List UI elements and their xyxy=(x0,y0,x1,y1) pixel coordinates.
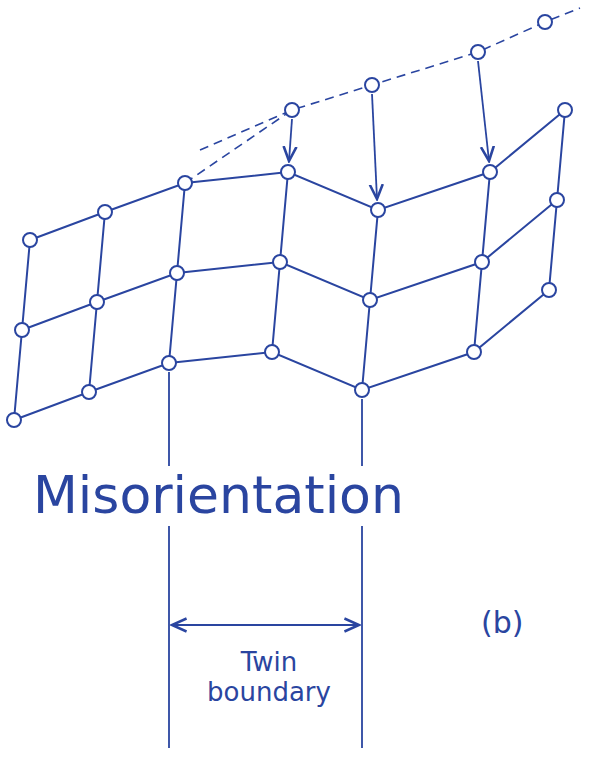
figure-annotation: Misorientation xyxy=(30,466,407,526)
lattice-part xyxy=(549,200,557,290)
lattice-part xyxy=(23,233,37,247)
lattice-part xyxy=(98,205,112,219)
lattice-part xyxy=(14,290,549,420)
lattice-part xyxy=(557,110,565,200)
lattice-part xyxy=(558,103,572,117)
panel-label: (b) xyxy=(478,606,526,641)
lattice-part xyxy=(467,345,481,359)
lattice-part xyxy=(365,78,379,92)
lattice-part xyxy=(542,283,556,297)
lattice-part xyxy=(478,61,489,161)
lattice-part xyxy=(265,345,279,359)
lattice-part xyxy=(172,624,359,626)
lattice-part xyxy=(272,262,280,352)
lattice-part xyxy=(371,203,385,217)
lattice-part xyxy=(289,119,292,161)
lattice-part xyxy=(89,302,97,392)
lattice-part xyxy=(363,293,377,307)
lattice-part xyxy=(22,240,30,330)
lattice-part xyxy=(185,110,292,183)
lattice-part xyxy=(281,165,295,179)
lattice-part xyxy=(15,323,29,337)
lattice-part xyxy=(14,330,22,420)
lattice-part xyxy=(355,383,369,397)
atoms xyxy=(7,15,572,427)
lattice-part xyxy=(482,172,490,262)
lattice-part xyxy=(362,300,370,390)
lattice-part xyxy=(97,212,105,302)
lattice-part xyxy=(285,103,299,117)
back-plane xyxy=(185,8,580,183)
lattice-bonds xyxy=(14,110,565,420)
lattice-part xyxy=(483,165,497,179)
lattice-part xyxy=(82,385,96,399)
lattice-part xyxy=(372,94,377,199)
shift-arrows xyxy=(289,61,489,199)
lattice-part xyxy=(280,172,288,262)
lattice-part xyxy=(162,356,176,370)
lattice-part xyxy=(90,295,104,309)
lattice-part xyxy=(273,255,287,269)
lattice-part xyxy=(177,183,185,273)
lattice-part xyxy=(361,399,363,748)
lattice-part xyxy=(169,273,177,363)
lattice-part xyxy=(471,45,485,59)
boundary-markers xyxy=(169,372,362,748)
lattice-part xyxy=(200,8,580,150)
lattice-part xyxy=(538,15,552,29)
lattice-part xyxy=(550,193,564,207)
lattice-part xyxy=(475,255,489,269)
lattice-part xyxy=(178,176,192,190)
lattice-part xyxy=(474,262,482,352)
lattice-part xyxy=(7,413,21,427)
lattice-part xyxy=(168,372,170,748)
lattice-part xyxy=(170,266,184,280)
boundary-label: Twin boundary xyxy=(192,648,346,708)
lattice-part xyxy=(370,210,378,300)
